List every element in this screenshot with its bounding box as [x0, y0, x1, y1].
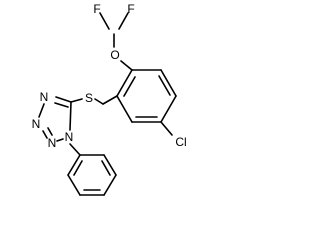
atom-cl: Cl: [175, 135, 186, 149]
atom-s: S: [85, 91, 93, 105]
atom-labels: F F O S Cl N N N N: [32, 2, 187, 150]
bond-f1-c: [99, 12, 110, 30]
bond-ph-b: [103, 154, 117, 176]
atom-o: O: [110, 48, 119, 62]
atom-f2: F: [127, 2, 134, 16]
bond-ph-f: [67, 154, 81, 176]
bond-tz-n3-n2: [42, 130, 48, 139]
bond-ph-e: [67, 174, 81, 196]
bond-ring-ch2: [102, 95, 118, 105]
chemical-structure-diagram: F F O S Cl N N N N: [32, 2, 187, 196]
bond-tz-n2-n1: [56, 138, 64, 142]
bond-tz-n1-c5: [69, 101, 72, 131]
bond-f2-c: [118, 12, 129, 30]
atom-n-tetrazole-4: N: [40, 90, 49, 104]
bond-ring-double-1: [158, 75, 171, 96]
bond-tz-c5-n4: [55, 96, 72, 103]
atom-n-tetrazole-2: N: [48, 136, 57, 150]
bond-ring-c: [160, 95, 177, 123]
bond-s-tetrazole: [70, 98, 83, 103]
bond-ring-cl: [160, 121, 173, 136]
bond-ring-e: [116, 95, 133, 123]
atom-f1: F: [93, 2, 100, 16]
bond-ph-c: [103, 174, 117, 196]
atom-n-tetrazole-1: N: [65, 130, 74, 144]
bond-ring-f: [116, 69, 133, 97]
bond-ring-b: [160, 69, 177, 97]
bonds: [38, 12, 177, 196]
bond-tz-n3-n2-double: [47, 127, 53, 136]
bond-tz-c5-n4-double: [54, 102, 69, 108]
atom-n-tetrazole-3: N: [32, 117, 41, 131]
bond-ph-double-3: [73, 160, 83, 176]
bond-o-ring: [120, 60, 133, 71]
bond-ph-double-1: [101, 160, 111, 176]
bond-tz-n4-n3: [38, 103, 45, 118]
bond-ch2-s: [94, 98, 104, 105]
bond-ring-double-3: [123, 76, 136, 97]
bond-n1-phenyl: [69, 143, 81, 156]
